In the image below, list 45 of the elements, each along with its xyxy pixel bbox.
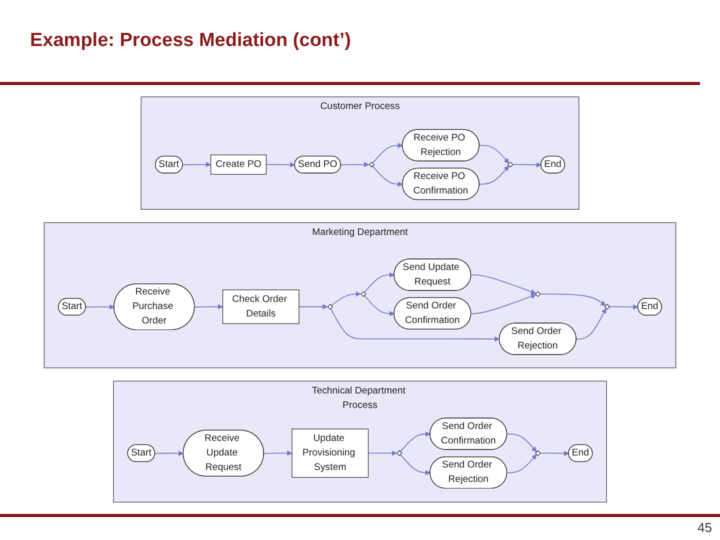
- arrow: [400, 431, 430, 452]
- arrow: [364, 272, 395, 294]
- cluster: [140, 96, 580, 210]
- arrow: [540, 450, 570, 456]
- node-diamond: [368, 162, 375, 168]
- node-diamond: [535, 291, 541, 297]
- arrow: [330, 291, 361, 306]
- arrow: [340, 162, 370, 168]
- node-box: [292, 428, 369, 478]
- node-diamond: [507, 162, 514, 168]
- cluster: [44, 222, 676, 368]
- arrow: [194, 304, 224, 310]
- arrow: [400, 454, 430, 476]
- node-box: [210, 154, 267, 175]
- node-diamond: [396, 450, 402, 456]
- node-box: [222, 290, 300, 324]
- arrow: [372, 142, 403, 164]
- arrow: [478, 166, 510, 185]
- node-diamond: [535, 450, 541, 456]
- arrow: [368, 450, 397, 456]
- arrow: [478, 145, 510, 164]
- node-diamond: [327, 304, 333, 310]
- arrow: [470, 294, 536, 314]
- arrow: [85, 304, 114, 310]
- arrow: [266, 162, 296, 168]
- arrow: [154, 450, 184, 456]
- arrow: [540, 294, 606, 306]
- arrow: [298, 304, 328, 310]
- arrow: [372, 165, 403, 187]
- arrow: [263, 450, 292, 456]
- arrow: [506, 434, 537, 452]
- process-diagram: Technical Department Process Start Receive Update Request Update Provisioning System Send Order Confirmation Send Order Rejection End Marketing Department Start Receive Purchase Order Check Order Details Send Order Rejection Send Update Request Send Order Confirmation End Customer Process Start Create PO Send PO Receive PO Rejection Receive PO Confirmation End: [20, 92, 700, 507]
- arrow: [506, 454, 537, 474]
- node-diamond: [604, 304, 610, 310]
- arrow: [364, 294, 395, 316]
- page-number: 45: [698, 520, 712, 535]
- arrow: [470, 274, 536, 294]
- arrow: [608, 304, 638, 310]
- arrow: [182, 162, 212, 168]
- node-diamond: [360, 291, 366, 297]
- arrow: [576, 308, 606, 340]
- arrow: [512, 162, 542, 168]
- slide-title: Example: Process Mediation (cont’): [30, 30, 351, 52]
- cluster: [113, 380, 607, 502]
- arrow: [330, 308, 500, 342]
